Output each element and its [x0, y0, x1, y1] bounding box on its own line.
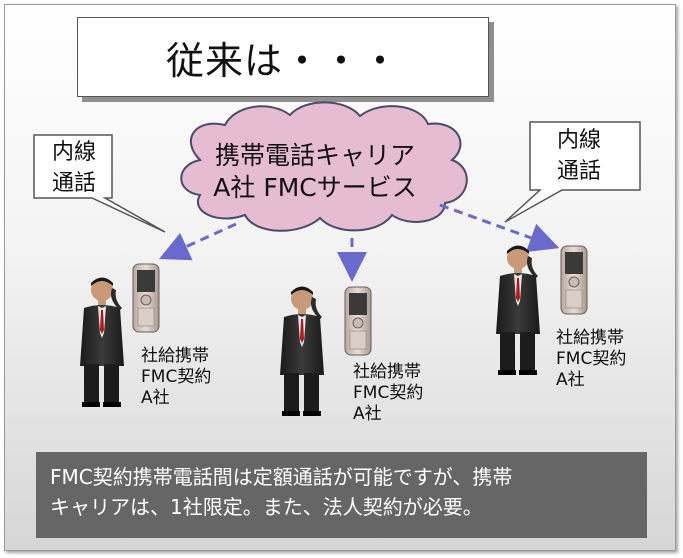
- person-label-3-line2: FMC契約: [556, 349, 627, 369]
- note-line1: FMC契約携帯電話間は定額通話が可能ですが、携帯: [50, 465, 513, 489]
- person-label-1: 社給携帯 FMC契約 A社: [141, 346, 211, 409]
- callout-left-line1: 内線: [52, 140, 97, 165]
- title-box: 従来は・・・: [77, 17, 489, 97]
- callout-left-text: 内線 通話: [52, 137, 96, 199]
- arrow-left: [159, 222, 237, 261]
- person-label-1-line1: 社給携帯: [141, 346, 209, 366]
- businessman-figure-1: [80, 277, 124, 407]
- note-line2: キャリアは、1社限定。また、法人契約が必要。: [50, 495, 483, 519]
- person-label-3-line1: 社給携帯: [556, 328, 624, 348]
- businessman-figure-3: [496, 245, 540, 375]
- mobile-phone-3: [560, 245, 588, 315]
- callout-right-line2: 通話: [557, 159, 602, 184]
- callout-right-line1: 内線: [557, 128, 602, 153]
- person-label-2-line2: FMC契約: [353, 383, 424, 403]
- mobile-phone-2: [344, 286, 372, 356]
- callout-left: [33, 134, 166, 233]
- cloud-shape: [180, 101, 468, 232]
- arrow-right: [439, 203, 560, 252]
- person-label-3-line3: A社: [556, 370, 585, 390]
- businessman-figure-2: [280, 286, 324, 416]
- cloud-label: 携帯電話キャリア A社 FMCサービス: [180, 140, 450, 204]
- person-label-1-line2: FMC契約: [141, 367, 212, 387]
- note-box: FMC契約携帯電話間は定額通話が可能ですが、携帯 キャリアは、1社限定。また、法…: [36, 452, 647, 538]
- person-label-2-line1: 社給携帯: [353, 362, 421, 382]
- cloud-label-line2: A社 FMCサービス: [213, 173, 417, 202]
- cloud-label-line1: 携帯電話キャリア: [214, 141, 415, 170]
- title-text: 従来は・・・: [165, 38, 400, 83]
- callout-right-text: 内線 通話: [557, 125, 601, 187]
- callout-right: [504, 121, 641, 223]
- person-label-3: 社給携帯 FMC契約 A社: [556, 328, 626, 391]
- person-label-2-line3: A社: [353, 404, 382, 424]
- person-label-2: 社給携帯 FMC契約 A社: [353, 362, 423, 425]
- mobile-phone-1: [132, 263, 160, 333]
- person-label-1-line3: A社: [141, 388, 170, 408]
- callout-left-line2: 通話: [52, 171, 97, 196]
